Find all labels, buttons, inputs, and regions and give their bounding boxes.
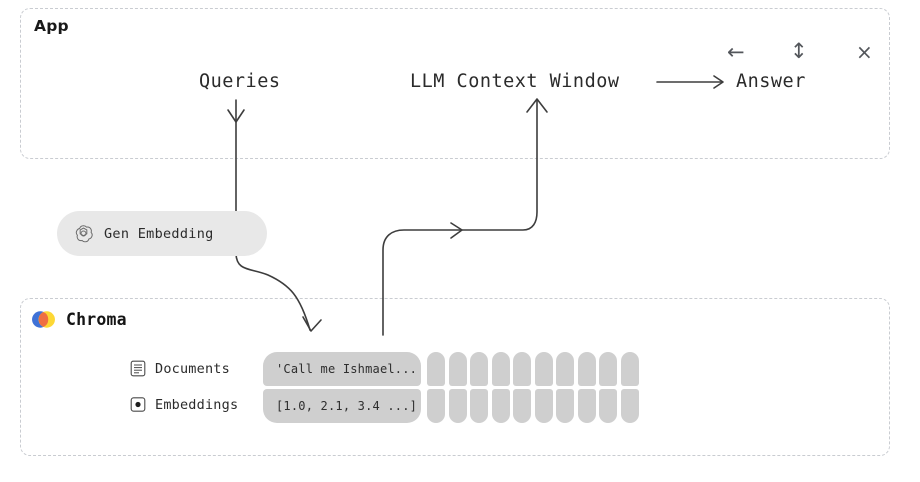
data-cell — [556, 352, 574, 386]
data-cell — [427, 352, 445, 386]
data-cell — [448, 389, 467, 423]
documents-label: Documents — [155, 360, 230, 377]
chroma-logo-icon — [31, 309, 56, 330]
gen-embedding-pill[interactable]: Gen Embedding — [57, 211, 267, 256]
embeddings-label: Embeddings — [155, 396, 239, 413]
data-cell — [491, 352, 510, 386]
chroma-brand: Chroma — [31, 309, 127, 330]
documents-value-pill: 'Call me Ishmael... — [263, 352, 421, 386]
row-label-embeddings: Embeddings — [130, 396, 238, 413]
data-cell — [556, 389, 574, 423]
data-cell — [427, 389, 445, 423]
data-cell — [577, 389, 596, 423]
data-cell — [491, 389, 510, 423]
data-cell — [470, 352, 488, 386]
data-cell — [513, 352, 531, 386]
gen-embedding-label: Gen Embedding — [104, 225, 214, 242]
data-cell — [534, 389, 553, 423]
embedding-dot-icon — [130, 396, 146, 413]
data-cell — [599, 352, 617, 386]
openai-logo-icon — [74, 224, 93, 243]
document-icon — [130, 360, 146, 377]
chroma-brand-label: Chroma — [66, 310, 127, 329]
data-cell — [620, 389, 639, 423]
answer-label: Answer — [736, 71, 806, 92]
chroma-to-llm-chevron — [450, 222, 463, 239]
llm-context-window-label: LLM Context Window — [410, 71, 620, 92]
data-cell — [599, 389, 617, 423]
row-label-documents: Documents — [130, 360, 230, 377]
data-cell — [534, 352, 553, 386]
data-cell — [470, 389, 488, 423]
data-cell — [620, 352, 639, 386]
data-cell — [513, 389, 531, 423]
back-icon[interactable]: ← — [727, 40, 745, 64]
resize-vertical-icon[interactable]: ↕ — [790, 39, 808, 63]
data-cell — [448, 352, 467, 386]
embeddings-value-pill: [1.0, 2.1, 3.4 ...] — [263, 389, 421, 423]
queries-label: Queries — [199, 71, 281, 92]
data-cell — [577, 352, 596, 386]
app-panel-title: App — [34, 17, 69, 35]
close-icon[interactable]: × — [856, 40, 873, 64]
